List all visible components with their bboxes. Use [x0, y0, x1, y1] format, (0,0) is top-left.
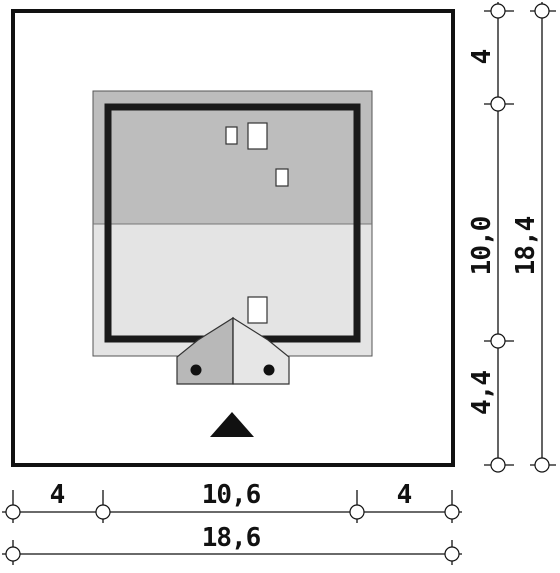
roof-window — [225, 126, 238, 145]
dimension-total-right: 18,4 — [511, 2, 556, 473]
house — [92, 90, 373, 385]
dimension-chain-right: 4 10,0 4,4 — [467, 2, 514, 473]
dim-house-depth: 10,0 — [467, 216, 497, 275]
dim-right-setback: 4 — [397, 480, 412, 510]
dim-total-width: 18,6 — [202, 523, 261, 553]
porch-column — [263, 364, 275, 376]
dim-top-setback: 4 — [467, 49, 497, 64]
north-arrow-icon — [210, 412, 254, 437]
dim-house-width: 10,6 — [202, 480, 261, 510]
dim-total-depth: 18,4 — [511, 216, 541, 275]
roof-window — [275, 168, 289, 187]
dimension-total-bottom: 18,6 — [2, 523, 462, 565]
dimension-chain-bottom: 4 10,6 4 — [2, 480, 462, 523]
roof-window — [247, 296, 268, 324]
roof-window — [247, 122, 268, 150]
roof-upper-slope — [92, 90, 373, 225]
porch-column — [190, 364, 202, 376]
dim-left-setback: 4 — [50, 480, 65, 510]
entrance-porch — [176, 316, 290, 385]
dim-bottom-setback: 4,4 — [467, 371, 497, 415]
